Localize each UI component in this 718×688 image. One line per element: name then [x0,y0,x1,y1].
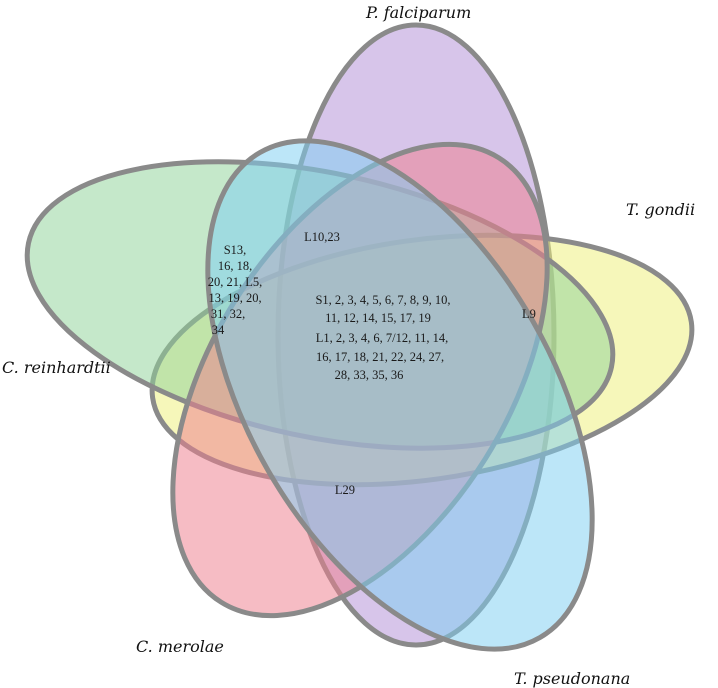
region-line: 16, 18, [218,259,252,273]
region-line: 28, 33, 35, 36 [335,368,404,382]
reinhardtii-label: C. reinhardtii [2,358,111,377]
right-region-label: L9 [522,307,536,321]
region-line: 16, 17, 18, 21, 22, 24, 27, [316,350,444,364]
region-line: S1, 2, 3, 4, 5, 6, 7, 8, 9, 10, [315,293,450,307]
region-line: S13, [224,243,247,257]
bottom-region-label: L29 [335,483,355,497]
region-line: 34 [212,323,225,337]
region-line: 31, 32, [211,307,245,321]
top-region-label: L10,23 [304,230,340,244]
reinhardtii-region-labels: S13, 16, 18, 20, 21, L5, 13, 19, 20, 31,… [208,243,263,337]
pseudonana-ellipse [205,138,595,652]
gondii-label: T. gondii [626,200,695,219]
region-line: L1, 2, 3, 4, 6, 7/12, 11, 14, [316,331,449,345]
merolae-label: C. merolae [136,637,224,656]
region-line: 11, 12, 14, 15, 17, 19 [325,311,431,325]
region-line: 20, 21, L5, [208,275,263,289]
pseudonana-label: T. pseudonana [514,669,630,688]
center-region-labels: S1, 2, 3, 4, 5, 6, 7, 8, 9, 10, 11, 12, … [315,293,450,382]
region-line: 13, 19, 20, [208,291,261,305]
falciparum-label: P. falciparum [365,3,471,22]
